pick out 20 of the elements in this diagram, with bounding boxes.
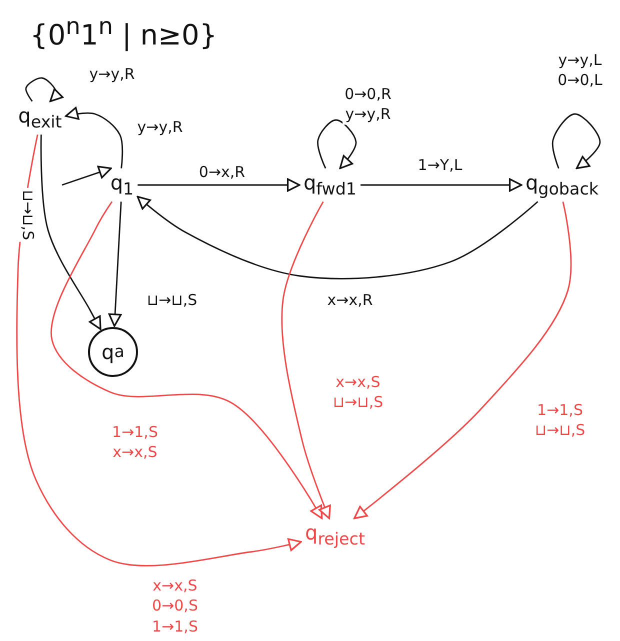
transition-arrow: [317, 119, 357, 170]
state-label: q$_{1}$: [107, 169, 137, 201]
transition-arrow: [62, 166, 112, 186]
transition-arrow: [138, 178, 300, 192]
transition-arrow: [25, 77, 64, 102]
state-label: q$_{reject}$: [302, 519, 368, 551]
diagram-title: {0$^{n}$1$^{n}$ | n≥0}: [30, 12, 218, 52]
transition-arrow: [16, 134, 302, 566]
transition-arrow: [40, 134, 102, 330]
transition-arrow: [50, 201, 323, 520]
transition-arrow: [281, 201, 331, 520]
state-label: q$_{fwd1}$: [300, 169, 360, 201]
state-label: q$_{goback}$: [522, 169, 602, 201]
transition-arrow: [552, 113, 601, 170]
state-label: q$_{exit}$: [15, 102, 65, 134]
transition-arrow: [354, 202, 572, 520]
transition-arrow: [65, 106, 124, 168]
transition-arrow: [360, 178, 522, 192]
transition-arrow: [136, 196, 538, 280]
transition-arrow: [108, 202, 122, 327]
